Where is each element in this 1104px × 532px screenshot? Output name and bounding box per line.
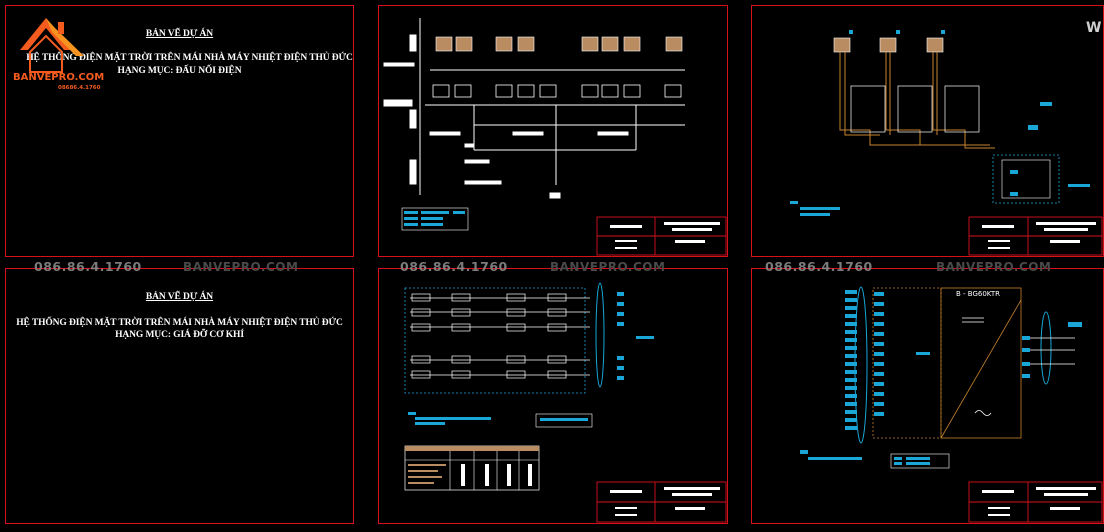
- sheet-1-line1: HỆ THỐNG ĐIỆN MẶT TRỜI TRÊN MÁI NHÀ MÁY …: [26, 53, 353, 63]
- sheet-3-diagram: [790, 30, 1090, 216]
- sheet-4-title: BẢN VẼ DỰ ÁN: [145, 292, 214, 302]
- sheet-1-frame[interactable]: [5, 5, 354, 257]
- sheet-2-diagram: [383, 18, 685, 199]
- watermark-phone-1: 086.86.4.1760: [34, 259, 142, 274]
- sheet-6-diagram: [800, 286, 1082, 469]
- house-logo-icon: [20, 18, 84, 73]
- sheet-2-frame[interactable]: [378, 5, 728, 257]
- sheet-2-legend: [401, 207, 469, 231]
- watermark-corner: W: [1086, 20, 1102, 36]
- sheet-4-line2: HẠNG MỤC: GIÁ ĐỠ CƠ KHÍ: [115, 330, 244, 340]
- sheet-4-line1: HỆ THỐNG ĐIỆN MẶT TRỜI TRÊN MÁI NHÀ MÁY …: [16, 318, 343, 328]
- sheet-5-frame[interactable]: [378, 268, 728, 524]
- watermark-phone-3: 086.86.4.1760: [765, 259, 873, 274]
- watermark-phone-2: 086.86.4.1760: [400, 259, 508, 274]
- title-blocks: [596, 216, 1103, 523]
- watermark-site-3: BANVEPRO.COM: [936, 260, 1052, 274]
- title-block-text-bars: [610, 222, 1096, 516]
- logo-phone: 08686.4.1760: [58, 85, 101, 91]
- sheet-5-table: [404, 445, 540, 491]
- watermark-site-2: BANVEPRO.COM: [550, 260, 666, 274]
- inverter-label: B - BG60KTR: [956, 290, 1000, 298]
- watermark-site-1: BANVEPRO.COM: [183, 260, 299, 274]
- sheet-4-frame[interactable]: [5, 268, 354, 524]
- sheet-1-title: BẢN VẼ DỰ ÁN: [145, 29, 214, 39]
- sheet-5-diagram: [404, 282, 654, 491]
- logo-brand: BANVEPRO.COM: [13, 72, 105, 83]
- sheet-1-line2: HẠNG MỤC: ĐẤU NỐI ĐIỆN: [117, 66, 242, 76]
